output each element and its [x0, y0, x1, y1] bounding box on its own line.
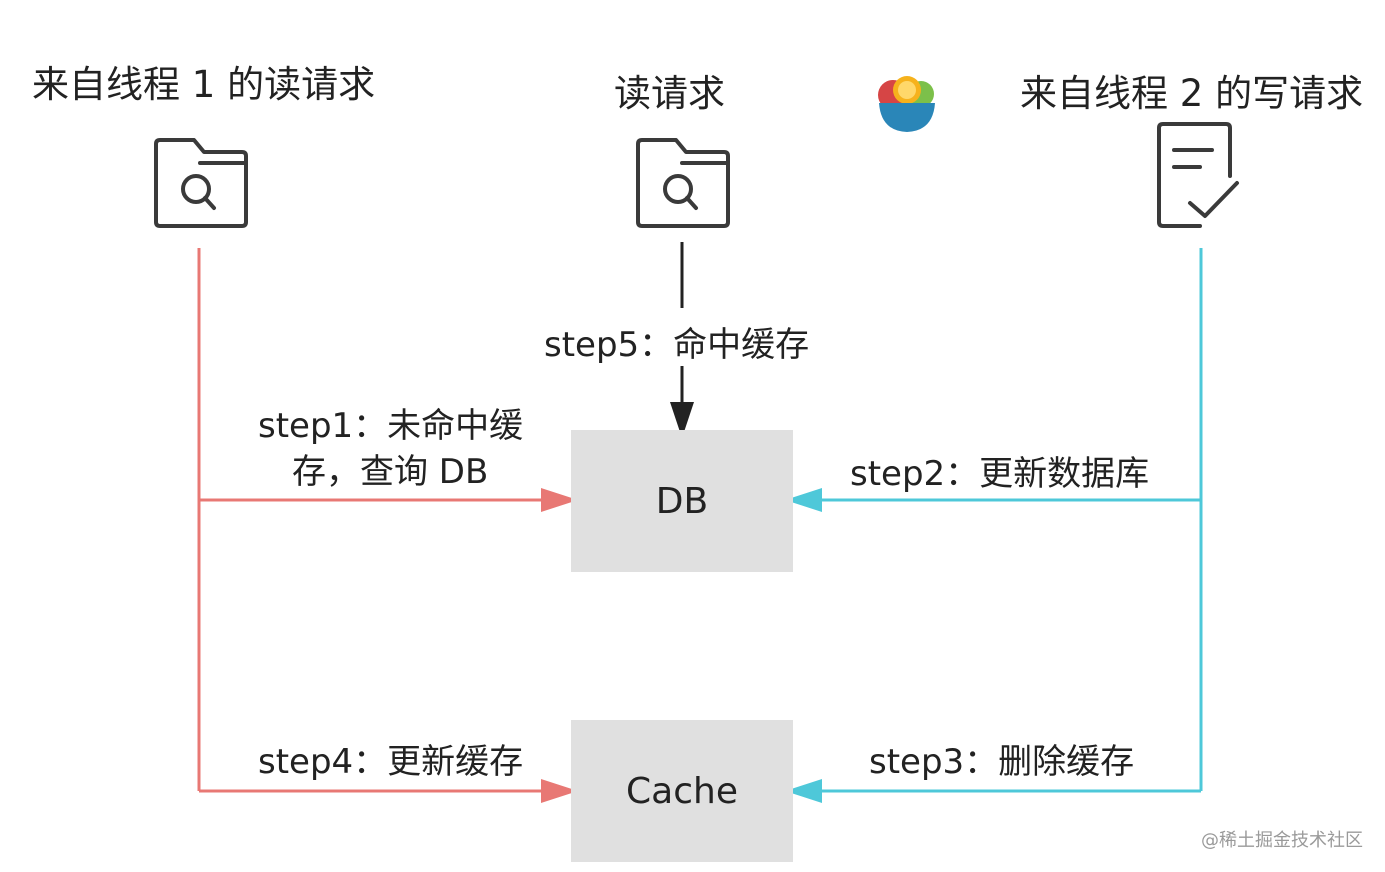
document-check-icon	[1157, 122, 1239, 228]
step4-label: step4：更新缓存	[258, 742, 524, 782]
arrowhead-to-db-black	[670, 402, 694, 438]
thread2-connector	[820, 248, 1203, 793]
folder-search-icon	[154, 138, 248, 228]
step1-label-line2: 存，查询 DB	[292, 452, 489, 492]
arrowhead-to-cache-cyan	[785, 779, 822, 803]
thread1-title: 来自线程 1 的读请求	[32, 63, 376, 106]
cache-box: Cache	[571, 720, 793, 862]
thread2-title: 来自线程 2 的写请求	[1020, 72, 1364, 115]
step2-label: step2：更新数据库	[850, 454, 1150, 494]
thread1-connector	[197, 248, 548, 793]
step3-label: step3：删除缓存	[869, 742, 1135, 782]
arrowhead-to-db-red	[541, 488, 578, 512]
db-box: DB	[571, 430, 793, 572]
step5-label: step5：命中缓存	[542, 317, 812, 366]
step1-label-line1: step1：未命中缓	[258, 406, 524, 446]
arrowhead-to-db-cyan	[785, 488, 822, 512]
reader-title: 读请求	[614, 72, 725, 115]
watermark: @稀土掘金技术社区	[1201, 830, 1363, 851]
arrowhead-to-cache-red	[541, 779, 578, 803]
folder-search-icon	[636, 138, 730, 228]
fruit-bowl-icon	[878, 76, 935, 132]
